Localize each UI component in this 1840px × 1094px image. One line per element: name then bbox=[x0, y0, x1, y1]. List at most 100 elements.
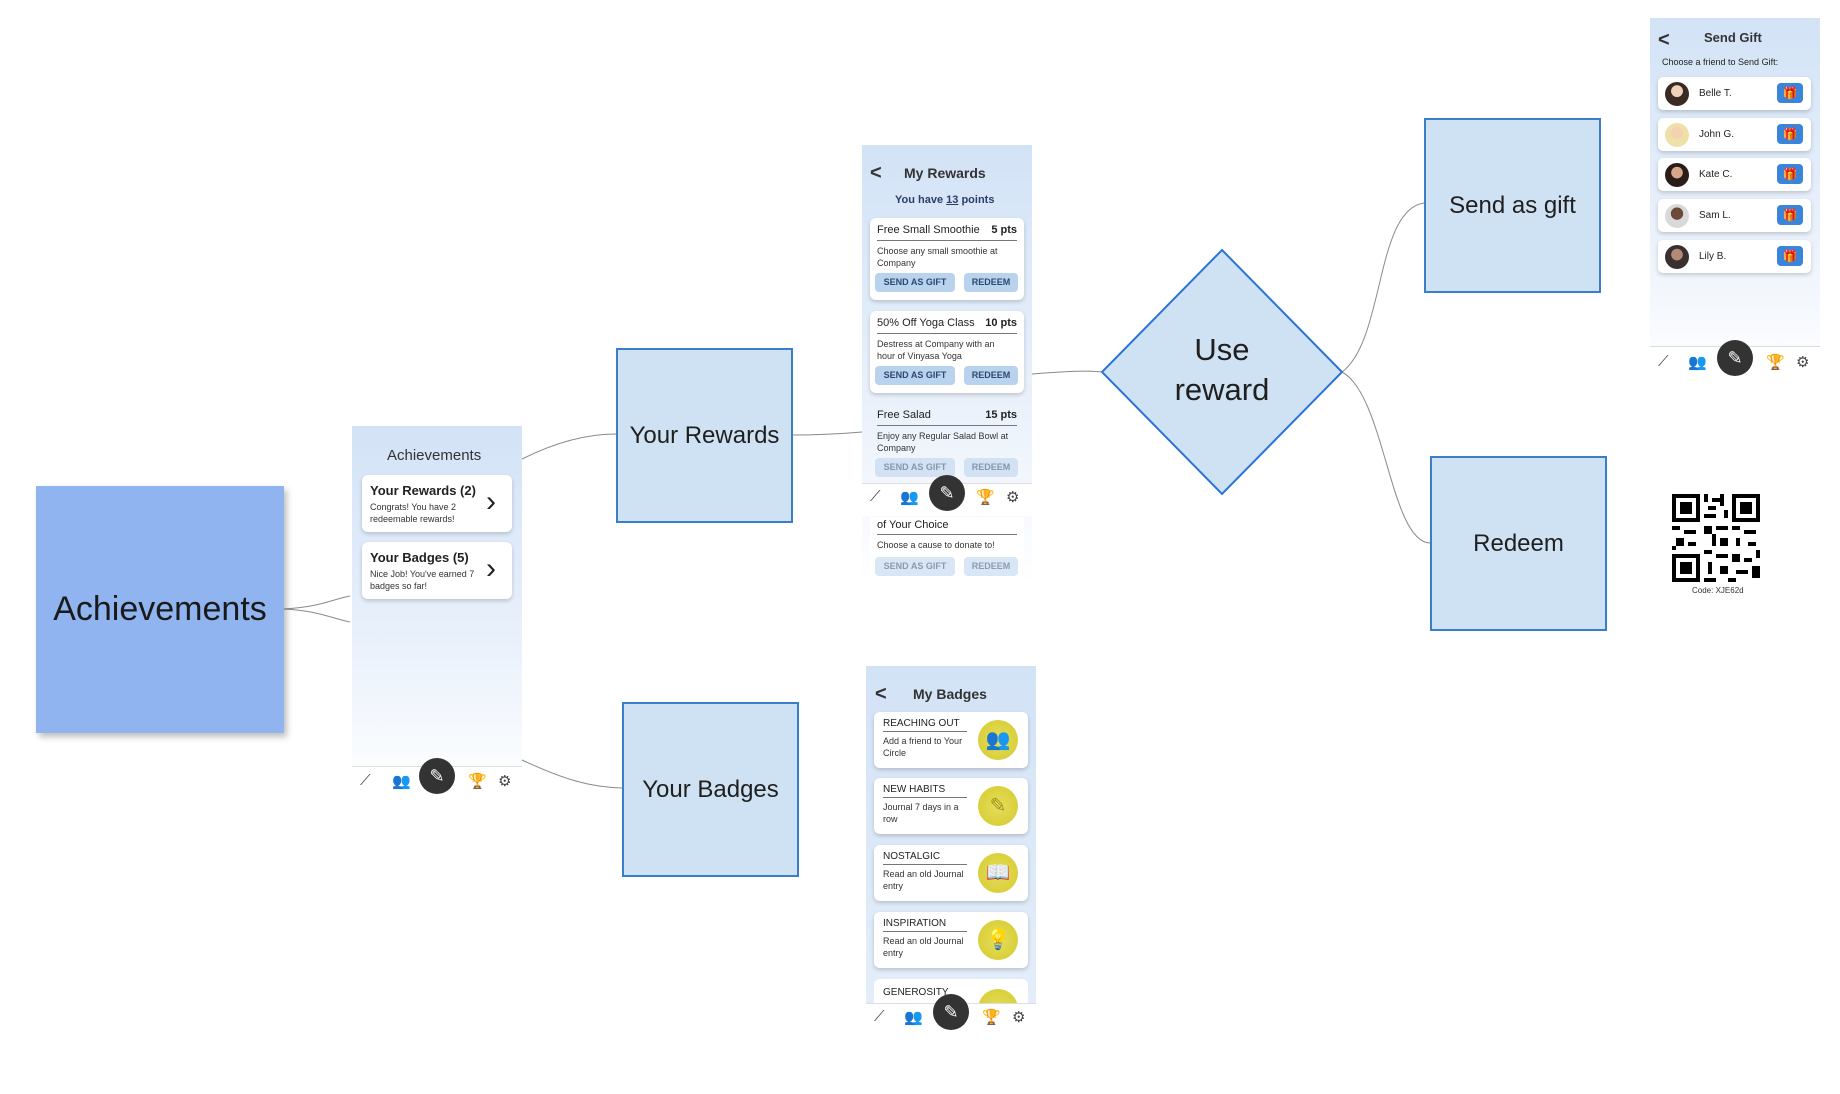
gear-icon[interactable]: ⚙ bbox=[1006, 489, 1020, 506]
edge-achievements-to-screen-top bbox=[283, 595, 351, 610]
my-badges-screen: < My Badges REACHING OUT Add a friend to… bbox=[866, 666, 1036, 1044]
edge-screen-to-your-rewards bbox=[521, 433, 617, 460]
lightbulb-badge-icon: 💡 bbox=[978, 920, 1018, 960]
badge-name: GENEROSITY bbox=[883, 987, 949, 998]
friend-name: Lily B. bbox=[1699, 251, 1727, 262]
points-suffix: points bbox=[958, 194, 995, 206]
friend-row[interactable]: John G. 🎁 bbox=[1658, 118, 1811, 151]
people-icon[interactable]: 👥 bbox=[900, 489, 919, 506]
trend-icon[interactable]: ⟋ bbox=[1658, 353, 1669, 370]
badge-divider bbox=[883, 931, 967, 932]
friend-row[interactable]: Lily B. 🎁 bbox=[1658, 240, 1811, 273]
redeem-button[interactable]: REDEEM bbox=[964, 366, 1018, 385]
friend-name: Kate C. bbox=[1699, 169, 1733, 180]
trend-icon[interactable]: ⟋ bbox=[870, 488, 881, 505]
trophy-icon[interactable]: 🏆 bbox=[982, 1009, 1001, 1026]
achievements-node-label: Achievements bbox=[53, 590, 267, 628]
gift-icon[interactable]: 🎁 bbox=[1777, 246, 1803, 266]
gear-icon[interactable]: ⚙ bbox=[498, 773, 512, 790]
people-icon[interactable]: 👥 bbox=[904, 1009, 923, 1026]
redeem-button[interactable]: REDEEM bbox=[964, 458, 1018, 477]
people-icon[interactable]: 👥 bbox=[1688, 354, 1707, 371]
gear-icon[interactable]: ⚙ bbox=[1012, 1009, 1026, 1026]
achievements-screen-title: Achievements bbox=[387, 447, 482, 464]
badge-divider bbox=[883, 731, 967, 732]
gift-icon[interactable]: 🎁 bbox=[1777, 124, 1803, 144]
reward-desc: Choose any small smoothie at Company bbox=[877, 246, 998, 268]
pencil-icon[interactable]: ✎ bbox=[933, 994, 969, 1030]
points-summary: You have 13 points bbox=[895, 194, 994, 206]
trend-icon[interactable]: ⟋ bbox=[874, 1008, 885, 1025]
people-badge-icon: 👥 bbox=[978, 720, 1018, 760]
reward-points: 10 pts bbox=[985, 317, 1017, 329]
your-rewards-node-label: Your Rewards bbox=[629, 421, 780, 449]
badge-name: NEW HABITS bbox=[883, 784, 946, 795]
reward-item: Free Salad 15 pts Enjoy any Regular Sala… bbox=[870, 403, 1024, 487]
pencil-icon[interactable]: ✎ bbox=[929, 475, 965, 511]
redeem-node: Redeem bbox=[1430, 456, 1607, 631]
trophy-icon[interactable]: 🏆 bbox=[976, 489, 995, 506]
journal-badge-icon: ✎ bbox=[978, 786, 1018, 826]
use-reward-node-label: Use reward bbox=[1174, 332, 1270, 407]
reward-divider bbox=[877, 425, 1017, 426]
people-icon[interactable]: 👥 bbox=[392, 773, 411, 790]
points-prefix: You have bbox=[895, 194, 947, 206]
redeem-code: Code: XJE62d bbox=[1692, 586, 1744, 595]
edge-your-rewards-to-my-rewards bbox=[791, 431, 863, 436]
gift-icon[interactable]: 🎁 bbox=[1777, 164, 1803, 184]
gear-icon[interactable]: ⚙ bbox=[1796, 354, 1810, 371]
your-badges-card[interactable]: Your Badges (5) Nice Job! You've earned … bbox=[362, 542, 512, 599]
friend-name: Belle T. bbox=[1699, 88, 1732, 99]
send-as-gift-button[interactable]: SEND AS GIFT bbox=[875, 557, 955, 576]
gift-icon[interactable]: 🎁 bbox=[1777, 205, 1803, 225]
trophy-icon[interactable]: 🏆 bbox=[1766, 354, 1785, 371]
reward-divider bbox=[877, 534, 1017, 535]
friend-row[interactable]: Belle T. 🎁 bbox=[1658, 77, 1811, 110]
my-badges-title: My Badges bbox=[913, 686, 987, 702]
badge-card: NEW HABITS Journal 7 days in a row ✎ bbox=[874, 778, 1028, 834]
edge-use-reward-to-send-gift bbox=[1341, 202, 1425, 373]
avatar bbox=[1665, 123, 1689, 147]
avatar bbox=[1665, 163, 1689, 187]
edge-achievements-to-screen-bottom bbox=[283, 608, 351, 623]
achievements-node: Achievements bbox=[36, 486, 284, 733]
send-as-gift-button[interactable]: SEND AS GIFT bbox=[875, 273, 955, 292]
friend-row[interactable]: Kate C. 🎁 bbox=[1658, 158, 1811, 191]
badge-name: INSPIRATION bbox=[883, 918, 947, 929]
send-as-gift-button[interactable]: SEND AS GIFT bbox=[875, 458, 955, 477]
redeem-button[interactable]: REDEEM bbox=[964, 273, 1018, 292]
redeem-button[interactable]: REDEEM bbox=[964, 557, 1018, 576]
back-chevron-icon[interactable]: < bbox=[875, 683, 887, 705]
reward-desc: Choose a cause to donate to! bbox=[877, 540, 995, 550]
badge-name: REACHING OUT bbox=[883, 718, 960, 729]
your-rewards-card[interactable]: Your Rewards (2) Congrats! You have 2 re… bbox=[362, 475, 512, 532]
qr-code-icon bbox=[1672, 494, 1760, 582]
back-chevron-icon[interactable]: < bbox=[1658, 29, 1670, 51]
send-as-gift-node-label: Send as gift bbox=[1449, 191, 1576, 219]
badge-card: INSPIRATION Read an old Journal entry 💡 bbox=[874, 912, 1028, 968]
badge-divider bbox=[883, 864, 967, 865]
chevron-right-icon: › bbox=[486, 485, 496, 518]
reward-points: 5 pts bbox=[991, 224, 1017, 236]
edge-use-reward-to-redeem bbox=[1341, 371, 1431, 544]
send-gift-title: Send Gift bbox=[1704, 30, 1762, 45]
redeem-node-label: Redeem bbox=[1473, 529, 1564, 557]
pencil-icon[interactable]: ✎ bbox=[419, 758, 455, 794]
badge-divider bbox=[883, 797, 967, 798]
pencil-icon[interactable]: ✎ bbox=[1717, 340, 1753, 376]
edge-screen-to-your-badges bbox=[521, 759, 623, 789]
your-badges-card-sub: Nice Job! You've earned 7 badges so far! bbox=[370, 569, 475, 591]
avatar bbox=[1665, 82, 1689, 106]
trophy-icon[interactable]: 🏆 bbox=[468, 773, 487, 790]
friend-row[interactable]: Sam L. 🎁 bbox=[1658, 199, 1811, 232]
trend-icon[interactable]: ⟋ bbox=[360, 772, 371, 789]
send-as-gift-button[interactable]: SEND AS GIFT bbox=[875, 366, 955, 385]
gift-icon[interactable]: 🎁 bbox=[1777, 83, 1803, 103]
back-chevron-icon[interactable]: < bbox=[870, 162, 882, 184]
reward-points: 15 pts bbox=[985, 409, 1017, 421]
badge-desc: Add a friend to Your Circle bbox=[883, 736, 963, 758]
overflow-reward-item: of Your Choice Choose a cause to donate … bbox=[870, 517, 1024, 581]
badge-card: REACHING OUT Add a friend to Your Circle… bbox=[874, 712, 1028, 768]
badge-desc: Read an old Journal entry bbox=[883, 936, 964, 958]
avatar bbox=[1665, 204, 1689, 228]
